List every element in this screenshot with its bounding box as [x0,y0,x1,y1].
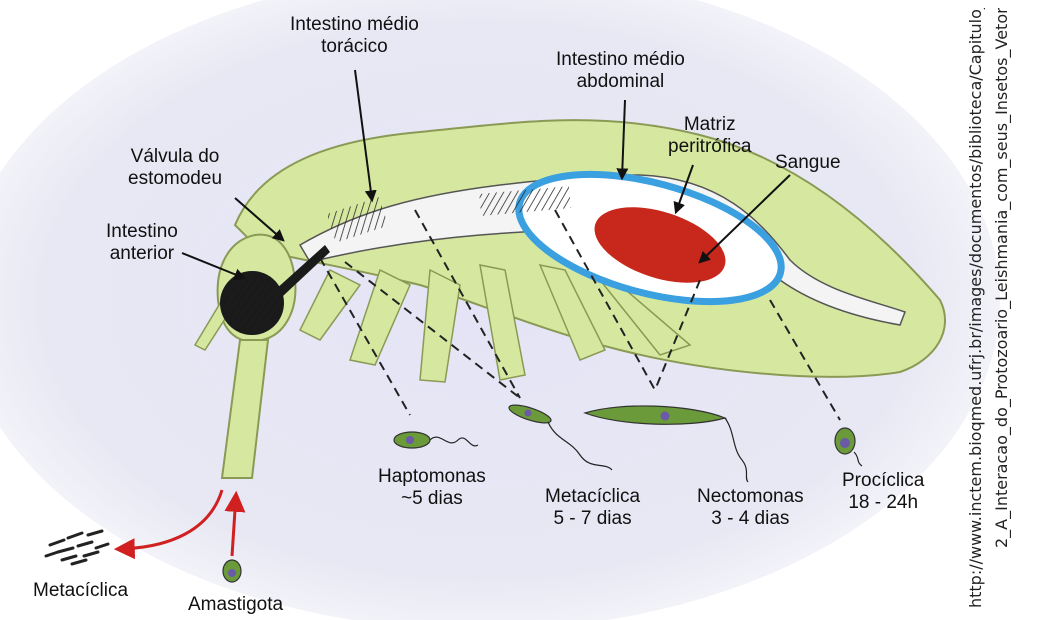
label-intestino-medio-toracico: Intestino médio torácico [290,14,419,58]
label-matriz-peritrofica: Matriz peritrófica [668,114,751,158]
source-url-line-1: http://www.inctem.bioqmed.ufrj.br/images… [966,8,986,608]
source-url-line-2: 2_A_Interacao_do_Protozoario_Leishmania_… [992,8,1012,548]
label-haptomonas: Haptomonas ~5 dias [378,466,486,510]
label-valvula-estomodeu: Válvula do estomodeu [128,146,222,190]
label-amastigota: Amastigota [188,594,283,616]
label-intestino-medio-abdominal: Intestino médio abdominal [556,49,685,93]
label-intestino-anterior: Intestino anterior [106,221,178,265]
metaciclica-cluster [46,531,108,564]
label-sangue: Sangue [775,152,841,174]
label-metaciclica-host: Metacíclica [33,580,128,602]
label-metaciclica-stage: Metacíclica 5 - 7 dias [545,486,640,530]
label-nectomonas: Nectomonas 3 - 4 dias [697,486,804,530]
amastigota-cell [223,560,241,582]
source-url: http://www.inctem.bioqmed.ufrj.br/images… [951,8,1021,612]
label-prociclica: Procíclica 18 - 24h [842,470,924,514]
